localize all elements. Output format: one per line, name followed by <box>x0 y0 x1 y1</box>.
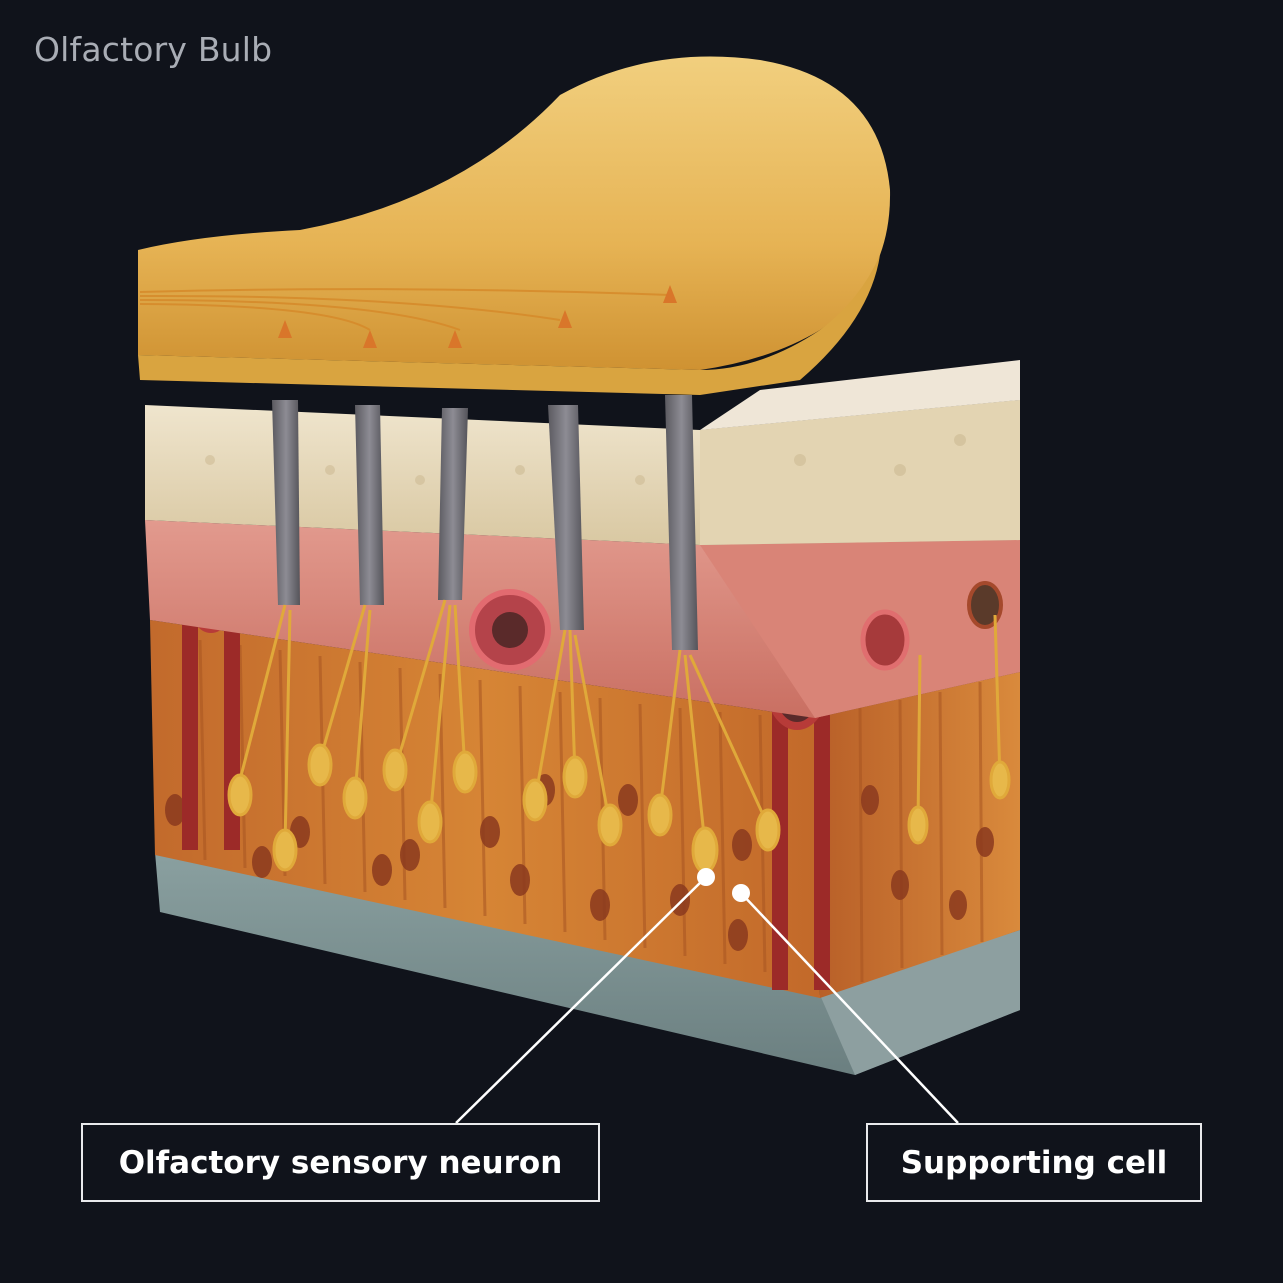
olfactory-nerve-bundles <box>272 395 698 650</box>
page-title: Olfactory Bulb <box>34 30 273 69</box>
supporting-cell-marker <box>732 884 750 902</box>
olfactory-bulb <box>138 56 891 395</box>
callout-leaders <box>455 868 959 1124</box>
olfactory-sensory-neurons <box>227 599 1011 874</box>
supporting-cell-text: Supporting cell <box>900 1144 1168 1181</box>
olfactory-sensory-neuron-text: Olfactory sensory neuron <box>118 1144 563 1181</box>
supporting-cell-label: Supporting cell <box>866 1123 1202 1202</box>
olfactory-sensory-neuron-label: Olfactory sensory neuron <box>81 1123 600 1202</box>
basement-layer <box>155 852 1020 1075</box>
neuron-marker <box>697 868 715 886</box>
